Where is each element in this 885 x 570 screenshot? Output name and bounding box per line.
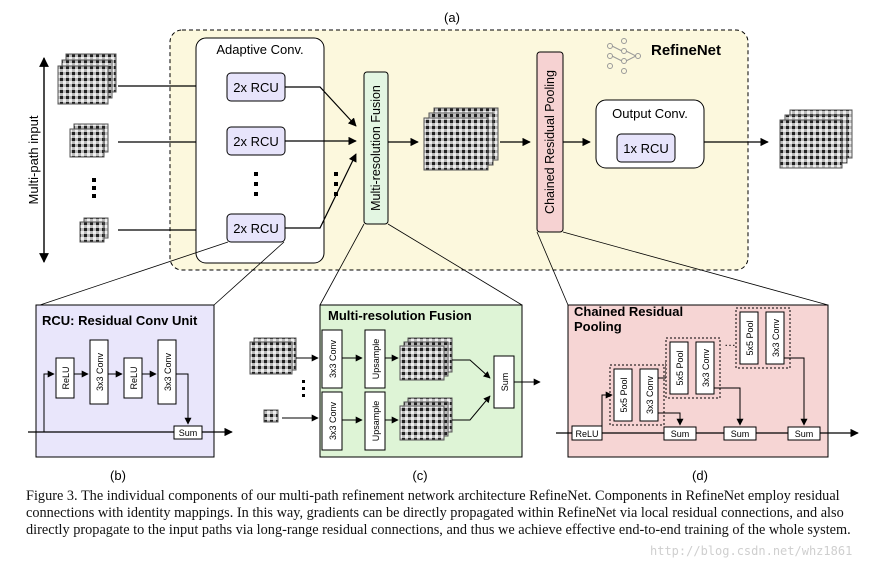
panel-d-label: (d): [692, 468, 708, 483]
output-rcu-label: 1x RCU: [623, 141, 669, 156]
panel-c-title: Multi-resolution Fusion: [328, 308, 472, 323]
mrf-input-ellipsis: [302, 380, 305, 397]
panel-b-title: RCU: Residual Conv Unit: [42, 313, 198, 328]
crp-conv-3-label: 3x3 Conv: [771, 318, 781, 357]
crp-conv-3: [765, 311, 785, 365]
crp-ellipsis: …: [724, 335, 736, 349]
crp-sum-1-label: Sum: [671, 429, 690, 439]
crp-pool-2-label: 5x5 Pool: [675, 350, 685, 385]
panel-c-label: (c): [412, 468, 427, 483]
mrf-conv-2-label: 3x3 Conv: [328, 401, 338, 440]
panel-d-title-2: Pooling: [574, 319, 622, 334]
fusion-input-ellipsis: [334, 172, 338, 196]
rcu-sum: [173, 425, 203, 440]
rcu-relu-2-label: ReLU: [129, 366, 139, 389]
mrf-conv-2: [321, 391, 343, 451]
adaptive-conv-title: Adaptive Conv.: [216, 42, 303, 57]
rcu-relu-2: [123, 357, 143, 399]
rcu-conv-2-label: 3x3 Conv: [163, 352, 173, 391]
rcu-relu-1-label: ReLU: [61, 366, 71, 389]
mrf-conv-1-label: 3x3 Conv: [328, 339, 338, 378]
multipath-input-label: Multi-path input: [26, 115, 41, 204]
crp-pool-1: [613, 368, 633, 422]
crp-relu-label: ReLU: [575, 429, 598, 439]
mrf-block: [363, 71, 389, 225]
crp-sum-1: [663, 426, 697, 441]
crp-sum-2-label: Sum: [731, 429, 750, 439]
refinenet-figure: (a) RefineNet Multi-path input Adaptive …: [26, 10, 859, 483]
mrf-input-image-1: [249, 337, 297, 375]
crp-sum-3-label: Sum: [795, 429, 814, 439]
output-conv-title: Output Conv.: [612, 106, 688, 121]
mrf-feature-images-1: [399, 337, 453, 381]
mrf-block-label: Multi-resolution Fusion: [369, 85, 383, 211]
crp-pool-3-label: 5x5 Pool: [745, 320, 755, 355]
crp-sum-3: [787, 426, 821, 441]
watermark: http://blog.csdn.net/whz1861: [650, 544, 853, 558]
rcu-conv-1-label: 3x3 Conv: [95, 352, 105, 391]
mrf-upsample-1-label: Upsample: [371, 339, 381, 380]
output-image-stack: [779, 109, 853, 169]
mrf-upsample-2-label: Upsample: [371, 401, 381, 442]
crp-conv-1-label: 3x3 Conv: [645, 375, 655, 414]
mrf-upsample-1: [364, 329, 386, 389]
rcu-block-2-label: 2x RCU: [233, 134, 279, 149]
mrf-conv-1: [321, 329, 343, 389]
crp-pool-3: [739, 311, 759, 365]
panel-a-label: (a): [444, 10, 460, 25]
panel-d-title-1: Chained Residual: [574, 304, 683, 319]
crp-conv-1: [639, 368, 659, 422]
rcu-sum-label: Sum: [179, 428, 198, 438]
figure-caption: Figure 3. The individual components of o…: [26, 488, 851, 538]
mrf-input-image-2: [263, 409, 279, 423]
crp-block-label: Chained Residual Pooling: [543, 70, 557, 214]
crp-pool-1-label: 5x5 Pool: [619, 377, 629, 412]
input-image-stack-1: [57, 53, 117, 105]
output-rcu-block: [616, 133, 676, 163]
callout-lines: [39, 223, 829, 306]
mrf-feature-images-2: [399, 397, 453, 441]
input-image-stack-2: [69, 123, 109, 158]
fused-feature-images: [423, 107, 499, 171]
rcu-conv-2: [157, 339, 177, 405]
rcu-relu-1: [55, 357, 75, 399]
mrf-upsample-2: [364, 391, 386, 451]
rcu-block-3-label: 2x RCU: [233, 221, 279, 236]
rcu-conv-1: [89, 339, 109, 405]
mrf-sum-label: Sum: [500, 373, 510, 392]
rcu-ellipsis: [254, 172, 258, 196]
input-ellipsis: [92, 178, 96, 198]
crp-sum-2: [723, 426, 757, 441]
panel-b-label: (b): [110, 468, 126, 483]
crp-conv-2-label: 3x3 Conv: [701, 348, 711, 387]
crp-conv-2: [695, 341, 715, 395]
rcu-block-1-label: 2x RCU: [233, 80, 279, 95]
input-image-stack-3: [79, 217, 109, 243]
refinenet-logo-icon: [607, 38, 641, 74]
refinenet-brand: RefineNet: [651, 42, 721, 59]
crp-pool-2: [669, 341, 689, 395]
